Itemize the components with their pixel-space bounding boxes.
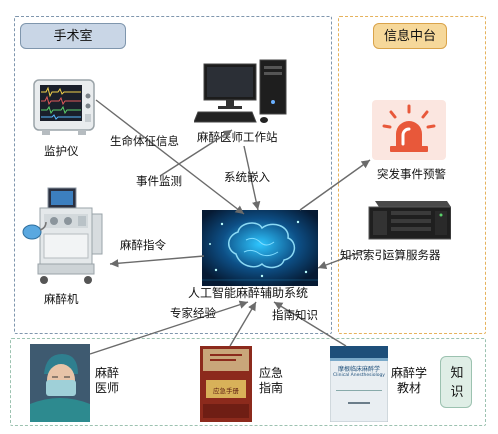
textbook-label: 麻醉学教材 <box>390 366 428 396</box>
edge-label-expert-experience: 专家经验 <box>170 306 216 320</box>
info-platform-region <box>338 16 486 334</box>
guide-label: 应急指南 <box>258 366 284 396</box>
arrow-textbook-to-ai <box>273 301 347 347</box>
edge-label-vital-signs: 生命体征信息 <box>110 134 179 148</box>
operating-room-tag: 手术室 <box>20 23 126 49</box>
textbook-cover-title: 摩根临床麻醉学 <box>337 366 380 373</box>
knowledge-region <box>10 338 486 426</box>
edge-label-anesthesia-command: 麻醉指令 <box>120 238 166 252</box>
arrow-ai-to-machine <box>109 255 205 268</box>
arrow-workstation-to-ai <box>243 145 261 211</box>
doctor-label: 麻醉医师 <box>94 366 120 396</box>
knowledge-tag-text: 知识 <box>450 366 464 400</box>
patient-monitor-icon <box>33 79 95 135</box>
emergency-guide-cover-title: 应急手册 <box>213 387 239 395</box>
arrow-monitor-to-ai <box>95 99 245 215</box>
edge-label-guideline-knowledge: 指南知识 <box>272 308 318 322</box>
edge-label-event-monitoring: 事件监测 <box>136 174 182 188</box>
alert-label: 突发事件预警 <box>377 167 446 181</box>
arrow-doctor-to-ai <box>89 300 249 355</box>
arrow-ai-to-alert <box>299 159 371 211</box>
arrow-ai-to-workstation <box>159 129 233 177</box>
workstation-computer-icon <box>194 59 287 123</box>
arrow-guide-to-ai <box>229 301 257 347</box>
textbook-cover-subtitle: Clinical Anesthesiology <box>333 373 385 378</box>
textbook-label-text: 麻醉学教材 <box>390 366 427 395</box>
alarm-light-icon <box>372 100 446 160</box>
knowledge-tag: 知识 <box>440 356 472 408</box>
workstation-label: 麻醉医师工作站 <box>197 130 278 144</box>
ai-brain-image <box>202 210 318 286</box>
edge-label-system-embed: 系统嵌入 <box>224 170 270 184</box>
operating-room-region <box>14 16 332 334</box>
guide-label-text: 应急指南 <box>258 366 283 395</box>
emergency-guide-book <box>200 346 252 422</box>
textbook-cover <box>330 346 388 422</box>
server-rack-icon <box>368 201 451 240</box>
info-platform-tag: 信息中台 <box>373 23 447 49</box>
doctor-photo <box>30 344 90 422</box>
edge-label-knowledge-index: 知识索引 <box>340 248 386 262</box>
server-label: 运算服务器 <box>383 248 441 262</box>
anesthesia-machine-icon <box>22 187 103 284</box>
arrow-server-to-ai <box>317 249 367 269</box>
anesthesia-machine-label: 麻醉机 <box>44 292 79 306</box>
ai-system-label: 人工智能麻醉辅助系统 <box>188 286 309 300</box>
doctor-label-text: 麻醉医师 <box>94 366 119 395</box>
monitor-label: 监护仪 <box>44 144 79 158</box>
